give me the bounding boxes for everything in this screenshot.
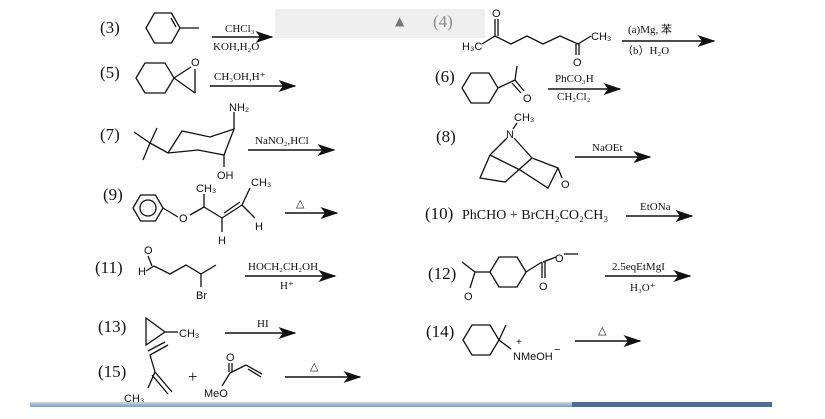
reagent-above: HOCH₂CH₂OH: [248, 261, 318, 273]
atom-label: O: [179, 213, 188, 225]
atom-label: H: [138, 266, 146, 278]
reaction-number: (9): [103, 185, 123, 204]
atom-label: O: [226, 352, 235, 364]
reagent-below: H⁺: [280, 280, 294, 292]
atom-label: NMeOH: [513, 351, 553, 363]
reaction-13: (13) CH₃ HI: [98, 316, 297, 347]
atom-label: CH₃: [196, 183, 216, 195]
reaction-number: (15): [98, 362, 126, 381]
reagent-above: △: [310, 361, 319, 373]
overlay-label: (4): [433, 12, 453, 31]
reagent-above: CH₃OH,H⁺: [214, 71, 266, 83]
atom-label: OH: [217, 170, 234, 182]
reaction-number: (12): [428, 264, 456, 283]
atom-label: O: [144, 245, 153, 257]
reaction-number: (10): [425, 204, 453, 223]
reaction-9: (9) O CH₃ H H CH₃ △: [103, 177, 339, 247]
atom-label: H: [255, 221, 263, 233]
reagent-above: EtONa: [640, 201, 671, 213]
reaction-number: (6): [435, 67, 455, 86]
atom-label: NH₂: [229, 102, 249, 114]
reagent-above: 2.5eqEtMgI: [612, 261, 665, 273]
reagent-above: NaNO₂,HCl: [255, 135, 309, 147]
reagent-above: HI: [257, 318, 269, 330]
reagent-above: △: [296, 198, 305, 210]
atom-label: N: [506, 129, 514, 141]
reaction-number: (13): [98, 317, 126, 336]
atom-label: CH₃: [179, 328, 199, 340]
reaction-14: (14) NMeOH + − △: [426, 322, 642, 363]
atom-label: +: [516, 337, 522, 348]
reaction-number: (14): [426, 322, 454, 341]
scroll-overlay-bar[interactable]: ▲ (4): [275, 9, 485, 38]
triangle-up-icon[interactable]: ▲: [395, 14, 405, 28]
atom-label: O: [464, 291, 473, 303]
atom-label: CH₃: [591, 31, 611, 43]
reagent-above: NaOEt: [592, 142, 623, 154]
atom-label: CH₃: [251, 177, 271, 189]
atom-label: O: [555, 253, 564, 265]
reactants-text: PhCHO + BrCH₂CO₂CH₃: [462, 208, 608, 223]
atom-label: H₃C: [462, 41, 482, 53]
atom-label: O: [191, 57, 200, 69]
methylcyclohexene: [145, 12, 181, 44]
reagent-above: CHCl₃: [225, 23, 255, 35]
reaction-12: (12) O O O 2.5eqEtMgI H₃O⁺: [428, 253, 692, 303]
reaction-11: (11) O H Br HOCH₂CH₂OH H⁺: [95, 245, 337, 302]
atom-label: O: [523, 93, 532, 105]
reagent-above: △: [598, 325, 607, 337]
atom-label: MeO: [204, 388, 228, 400]
reaction-4: H₃C O O CH₃ (a)Mg, 苯 （b）H₂O: [462, 8, 716, 69]
atom-label: Br: [196, 290, 207, 302]
reaction-number: (11): [95, 258, 123, 277]
reaction-7: (7) NH₂ OH NaNO₂,HCl: [100, 102, 336, 182]
atom-label: −: [554, 344, 560, 356]
reaction-10: (10) PhCHO + BrCH₂CO₂CH₃ EtONa: [425, 201, 694, 223]
atom-label: O: [492, 8, 501, 20]
atom-label: CH₃: [514, 112, 534, 124]
reaction-number: (5): [100, 63, 120, 82]
reagent-below: CH₂Cl₂: [557, 91, 591, 103]
plus-sign: +: [188, 367, 198, 386]
reaction-15: (15) CH₃ + O MeO △: [98, 341, 362, 405]
reaction-8: (8) N CH₃ O NaOEt: [436, 112, 652, 191]
reaction-6: (6) O PhCO₃H CH₂Cl₂: [435, 65, 622, 105]
reagent-below: H₃O⁺: [630, 282, 656, 294]
atom-label: O: [539, 281, 548, 293]
reaction-3: (3) CHCl₃ KOH,H₂O: [100, 12, 274, 53]
atom-label: O: [561, 179, 570, 191]
reagent-above: PhCO₃H: [555, 73, 594, 85]
bottom-toolbar: [30, 402, 772, 407]
atom-label: O: [573, 57, 582, 69]
bottom-toolbar-segment: [572, 402, 772, 407]
reaction-number: (3): [100, 18, 120, 37]
atom-label: H: [218, 235, 226, 247]
reagent-above: (a)Mg, 苯: [628, 22, 672, 36]
reaction-number: (8): [436, 127, 456, 146]
reagent-below: （b）H₂O: [622, 44, 669, 57]
reagent-below: KOH,H₂O: [213, 41, 259, 53]
reaction-5: (5) O CH₃OH,H⁺: [100, 57, 297, 94]
reaction-number: (7): [100, 125, 120, 144]
